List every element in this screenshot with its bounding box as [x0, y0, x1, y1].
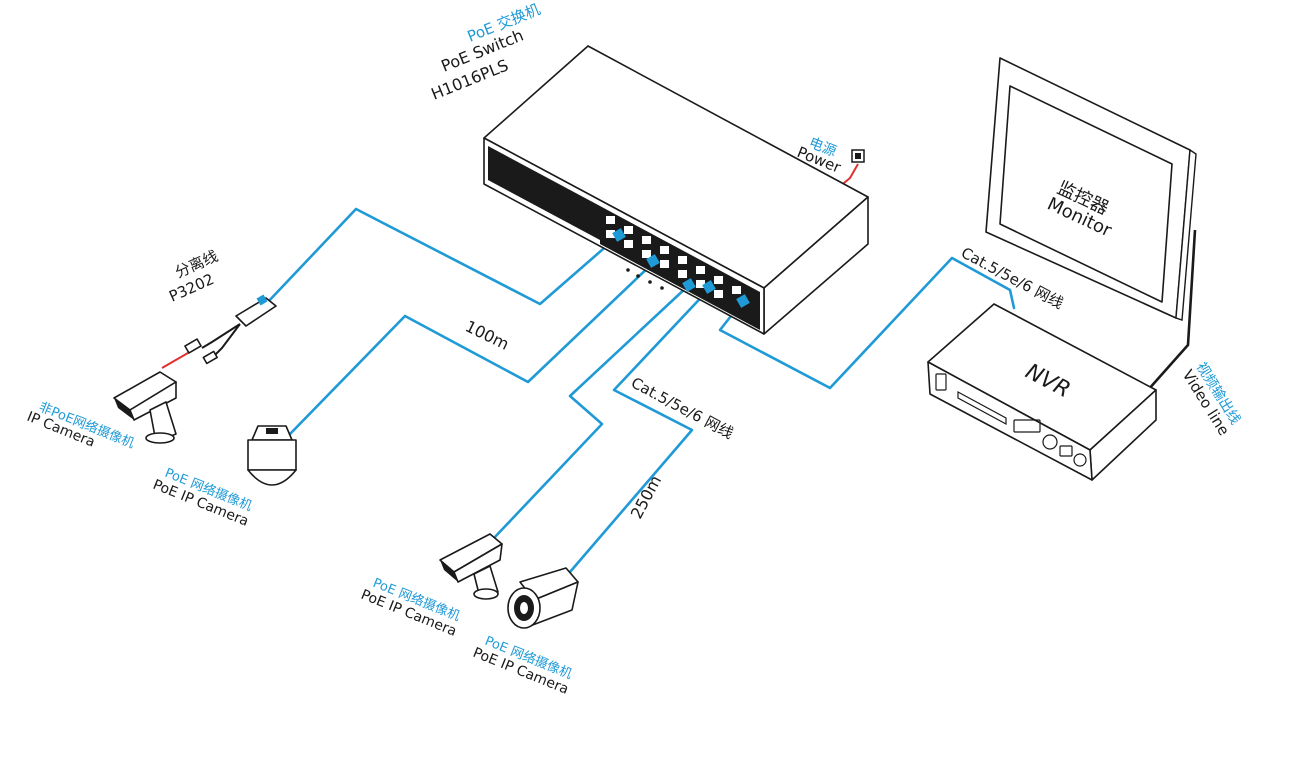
switch-ports — [606, 216, 741, 298]
monitor-back-edge — [1175, 148, 1197, 321]
switch-port[interactable] — [642, 250, 651, 258]
switch-port[interactable] — [696, 266, 705, 274]
switch-port[interactable] — [624, 240, 633, 248]
distance-250m: 250m — [627, 472, 665, 522]
monitor-screen — [999, 85, 1173, 303]
switch-port[interactable] — [696, 280, 705, 288]
nvr-front — [927, 361, 1093, 481]
switch-front-panel — [488, 146, 600, 240]
cable-to-bullet — [568, 286, 712, 574]
distance-100m: 100m — [462, 317, 512, 354]
nvr — [927, 303, 1157, 481]
cable-to-dome — [288, 260, 656, 436]
plug-connectors — [612, 228, 750, 308]
port-gap-dots — [626, 268, 664, 290]
poe-dome-camera — [247, 425, 297, 486]
cable-to-nvr — [718, 256, 1016, 390]
cable-mid-label: Cat.5/5e/6 网线 — [628, 374, 736, 443]
camera-mount — [149, 401, 177, 443]
switch-port[interactable] — [660, 260, 669, 268]
power-socket-icon — [851, 149, 865, 163]
switch-port[interactable] — [732, 286, 741, 294]
switch-port[interactable] — [678, 256, 687, 264]
splitter-body — [235, 297, 277, 327]
switch-port[interactable] — [678, 270, 687, 278]
cable-to-box-camera — [492, 284, 690, 540]
switch-port[interactable] — [606, 216, 615, 224]
poe-box-camera — [439, 533, 503, 600]
cable-to-splitter — [264, 207, 620, 306]
cables — [161, 163, 1197, 574]
monitor — [985, 57, 1197, 321]
poe-bullet-camera — [507, 567, 579, 629]
non-poe-ip-camera — [113, 371, 177, 444]
nvr-front-controls — [935, 373, 1087, 467]
switch-port[interactable] — [714, 290, 723, 298]
switch-port-panel — [600, 206, 760, 330]
switch-port[interactable] — [642, 236, 651, 244]
switch-port[interactable] — [606, 230, 615, 238]
switch-port[interactable] — [660, 246, 669, 254]
splitter-cable-p3202 — [184, 294, 277, 365]
switch-port[interactable] — [624, 226, 633, 234]
poe-switch — [483, 45, 869, 335]
switch-port[interactable] — [714, 276, 723, 284]
video-line-cable — [1147, 229, 1197, 391]
